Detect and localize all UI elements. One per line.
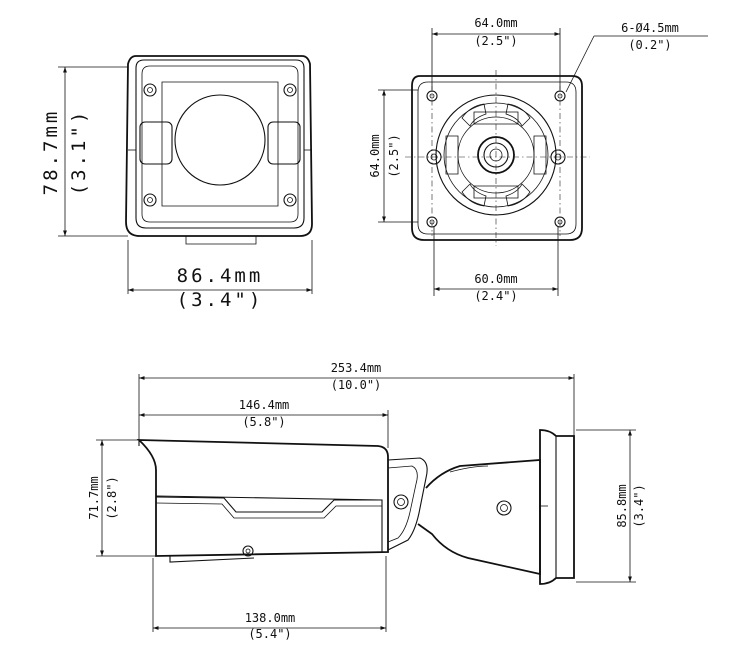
side-total-length-in: (10.0") [331, 378, 382, 392]
front-width-mm: 86.4mm [177, 265, 264, 287]
side-body-height-in: (2.8") [105, 476, 119, 519]
front-height-in: (3.1") [68, 109, 90, 196]
side-bracket-screw [496, 500, 512, 516]
base-top-width-mm: 64.0mm [474, 16, 517, 30]
front-view: 86.4mm (3.4") 78.7mm (3.1") [40, 55, 313, 311]
base-view: 64.0mm (2.5") 6-Ø4.5mm (0.2") 64.0mm (2.… [368, 16, 708, 303]
front-screw-tl [143, 83, 157, 97]
side-body-length-in: (5.4") [248, 627, 291, 641]
base-bottom-width-in: (2.4") [474, 289, 517, 303]
base-height-mm: 64.0mm [368, 134, 382, 177]
side-total-length-mm: 253.4mm [331, 361, 382, 375]
front-width-in: (3.4") [177, 289, 264, 311]
side-bottom-screw [242, 545, 254, 557]
base-hole-spec-in: (0.2") [628, 38, 671, 52]
front-height-mm: 78.7mm [40, 109, 62, 196]
side-base-height-mm: 85.8mm [615, 484, 629, 527]
base-height-in: (2.5") [387, 134, 401, 177]
front-screw-tr [283, 83, 297, 97]
side-hood-length-in: (5.8") [242, 415, 285, 429]
base-cable-gland [477, 136, 515, 174]
base-bottom-width-mm: 60.0mm [474, 272, 517, 286]
side-hood-length-mm: 146.4mm [239, 398, 290, 412]
front-lens [174, 94, 266, 186]
front-screw-br [283, 193, 297, 207]
side-view: 253.4mm (10.0") 146.4mm (5.8") 138.0mm (… [87, 361, 646, 641]
front-ir-right [267, 121, 301, 165]
base-hole-spec: 6-Ø4.5mm [621, 21, 679, 35]
base-top-width-in: (2.5") [474, 34, 517, 48]
front-screw-bl [143, 193, 157, 207]
side-joint-screw [393, 494, 409, 510]
side-body-height-mm: 71.7mm [87, 476, 101, 519]
front-ir-left [139, 121, 173, 165]
side-body-length-mm: 138.0mm [245, 611, 296, 625]
side-base-height-in: (3.4") [632, 484, 646, 527]
